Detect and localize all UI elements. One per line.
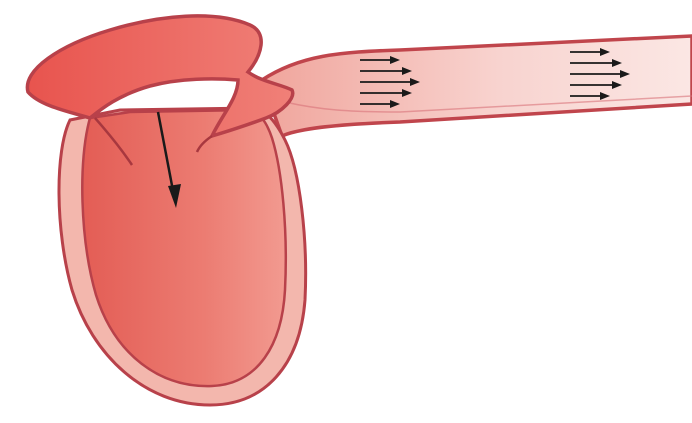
vessel-tube: [262, 36, 692, 136]
